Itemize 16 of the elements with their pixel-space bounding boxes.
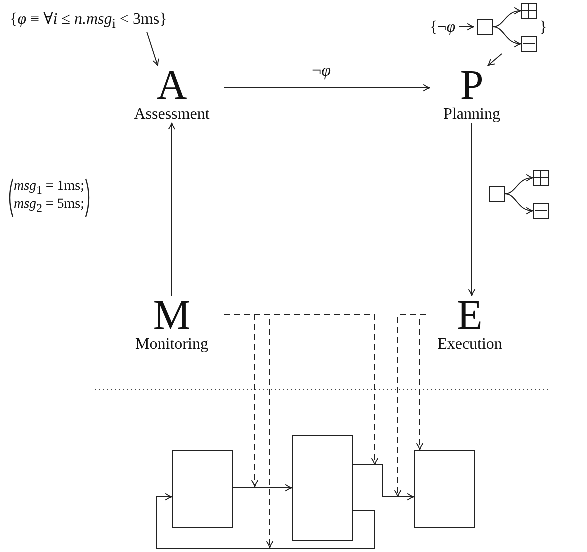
state-caption: Planning	[444, 106, 500, 123]
block-box	[292, 435, 353, 541]
formula-text: msg$_{2}$ = 5ms;	[14, 198, 85, 216]
block-box	[414, 450, 475, 528]
formula-text: }	[540, 18, 548, 38]
formula-text: {φ ≡ ∀i ≤ n.msg$_{i}$ < 3ms}	[10, 10, 168, 34]
state-letter: P	[460, 66, 484, 106]
state-letter: M	[153, 296, 191, 336]
state-caption: Assessment	[134, 106, 210, 123]
state-letter: A	[156, 66, 188, 106]
formula-text: {¬φ	[430, 18, 456, 38]
state-caption: Monitoring	[136, 336, 208, 353]
state-caption: Execution	[438, 336, 502, 353]
block-box	[172, 450, 233, 528]
formula-text: msg$_{1}$ = 1ms;	[14, 180, 85, 198]
state-letter: E	[457, 296, 483, 336]
